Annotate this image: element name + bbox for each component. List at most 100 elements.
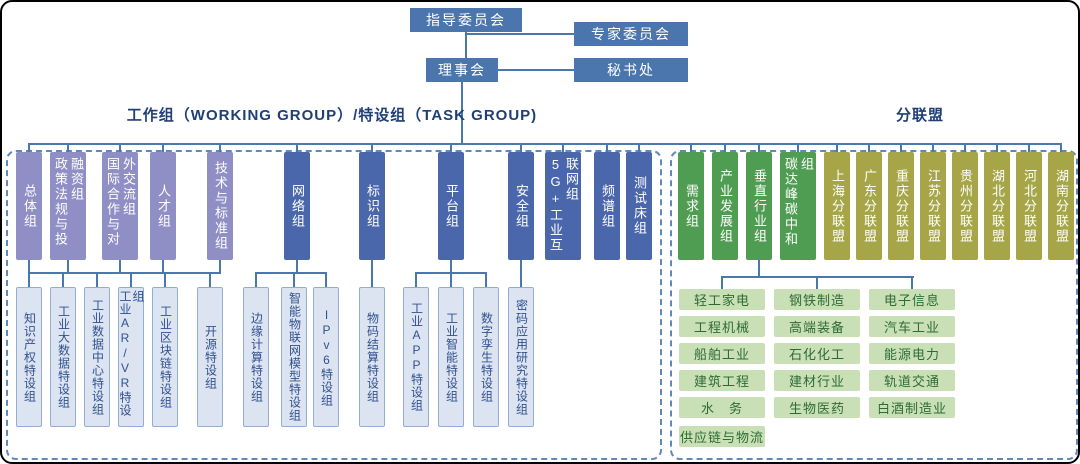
- group-label: 湖南分联盟: [1054, 168, 1069, 244]
- connector-line: [520, 260, 522, 287]
- task-group-box: IPv6特设组: [313, 287, 339, 427]
- regional-alliance-box: 上海分联盟: [824, 152, 850, 260]
- task-group-box: 物码结算特设组: [359, 287, 385, 427]
- steering-committee-box: 指导委员会: [410, 8, 522, 32]
- connector-line: [996, 145, 998, 152]
- task-group-box: 工业APP特设组: [403, 287, 429, 427]
- group-label: 上海分联盟: [830, 168, 845, 244]
- expert-committee-box: 专家委员会: [574, 22, 688, 46]
- connector-line: [690, 145, 692, 152]
- connector-line: [219, 260, 221, 274]
- task-group-box: 工业数据中心特设组: [84, 287, 110, 427]
- group-label: 安全组: [514, 183, 529, 229]
- connector-line: [758, 145, 760, 152]
- connector-line: [28, 145, 30, 152]
- connector-line: [465, 33, 574, 35]
- secretariat-box: 秘书处: [574, 58, 688, 82]
- connector-line: [816, 278, 818, 289]
- group-label: 贵州分联盟: [958, 168, 973, 244]
- task-group-label: 边缘计算特设组: [249, 311, 264, 403]
- regional-alliance-box: 贵州分联盟: [952, 152, 978, 260]
- connector-line: [119, 260, 121, 274]
- industry-box: 生物医药: [774, 397, 860, 418]
- coordination-group-box: 国际合作与对外交流组: [102, 152, 138, 260]
- group-label: 5G+工业互联网组: [548, 157, 579, 253]
- sub-alliance-section-label: 分联盟: [895, 107, 944, 124]
- task-group-box: 知识产权特设组: [16, 287, 42, 427]
- connector-line: [450, 260, 452, 274]
- group-label: 政策法规与投融资组: [53, 157, 84, 247]
- regional-alliance-box: 河北分联盟: [1016, 152, 1042, 260]
- connector-line: [255, 274, 257, 287]
- connector-line: [932, 145, 934, 152]
- industry-box: 白酒制造业: [869, 397, 955, 418]
- connector-line: [450, 145, 452, 152]
- industry-box: 供应链与物流: [679, 426, 765, 447]
- industry-box: 钢铁制造: [774, 289, 860, 310]
- group-label: 垂直行业组: [752, 168, 767, 244]
- group-label: 碳达峰碳中和组: [783, 157, 814, 247]
- connector-line: [964, 145, 966, 152]
- task-group-box: 密码应用研究特设组: [508, 287, 534, 427]
- connector-line: [219, 145, 221, 152]
- connector-line: [162, 145, 164, 152]
- connector-line: [67, 145, 69, 152]
- technical-group-box: 标识组: [359, 152, 385, 260]
- regional-alliance-box: 湖北分联盟: [984, 152, 1010, 260]
- task-group-label: 工业APP特设组: [409, 302, 424, 412]
- group-label: 总体组: [22, 183, 37, 229]
- industry-box: 工程机械: [679, 316, 765, 337]
- connector-line: [450, 274, 452, 287]
- connector-line: [371, 145, 373, 152]
- industry-box: 建材行业: [774, 370, 860, 391]
- connector-line: [520, 145, 522, 152]
- industry-box: 电子信息: [869, 289, 955, 310]
- connector-line: [485, 274, 487, 287]
- group-label: 需求组: [684, 183, 699, 229]
- industry-box: 汽车工业: [869, 316, 955, 337]
- connector-line: [1060, 145, 1062, 152]
- task-group-box: 工业智能特设组: [438, 287, 464, 427]
- connector-line: [255, 272, 327, 274]
- industry-box: 轻工家电: [679, 289, 765, 310]
- connector-line: [96, 274, 98, 287]
- group-label: 技术与标准组: [213, 161, 228, 251]
- industry-box: 高端装备: [774, 316, 860, 337]
- connector-line: [130, 274, 132, 287]
- alliance-group-box: 碳达峰碳中和组: [780, 152, 816, 260]
- connector-line: [498, 69, 574, 71]
- regional-alliance-box: 广东分联盟: [856, 152, 882, 260]
- connector-line: [28, 143, 1062, 145]
- group-label: 频谱组: [600, 183, 615, 229]
- council-box: 理事会: [426, 58, 498, 82]
- group-label: 人才组: [156, 183, 171, 229]
- alliance-group-box: 产业发展组: [712, 152, 738, 260]
- group-label: 标识组: [365, 183, 380, 229]
- connector-line: [28, 260, 30, 274]
- connector-line: [67, 260, 69, 274]
- sub-alliance-section: [670, 150, 1078, 460]
- connector-line: [721, 278, 723, 289]
- task-group-label: 工业区块链特设组: [158, 305, 173, 409]
- connector-line: [28, 272, 221, 274]
- connector-line: [62, 274, 64, 287]
- task-group-box: 数字孪生特设组: [473, 287, 499, 427]
- regional-alliance-box: 重庆分联盟: [888, 152, 914, 260]
- task-group-box: 工业大数据特设组: [50, 287, 76, 427]
- connector-line: [209, 274, 211, 287]
- industry-box: 能源电力: [869, 343, 955, 364]
- technical-group-box: 安全组: [508, 152, 534, 260]
- task-group-label: 工业数据中心特设组: [90, 298, 105, 416]
- group-label: 重庆分联盟: [894, 168, 909, 244]
- connector-line: [465, 32, 467, 58]
- connector-line: [461, 82, 463, 144]
- task-group-label: 智能物联网模型特设组: [287, 292, 302, 422]
- task-group-label: 密码应用研究特设组: [514, 298, 529, 416]
- connector-line: [164, 274, 166, 287]
- connector-line: [721, 276, 914, 278]
- regional-alliance-box: 江苏分联盟: [920, 152, 946, 260]
- technical-group-box: 5G+工业互联网组: [545, 152, 581, 260]
- connector-line: [724, 145, 726, 152]
- connector-line: [900, 145, 902, 152]
- coordination-group-box: 政策法规与投融资组: [50, 152, 86, 260]
